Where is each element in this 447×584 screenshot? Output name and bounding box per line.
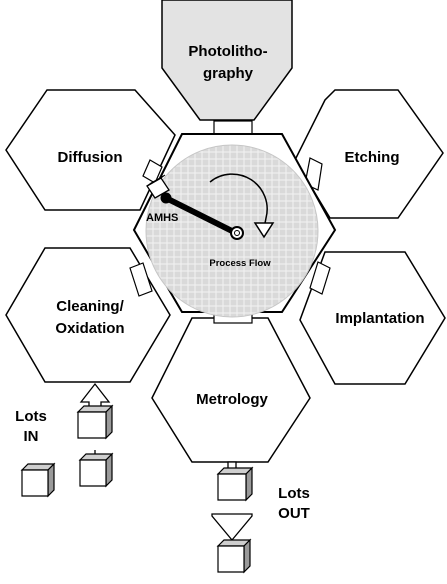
station-label-cleaning-oxidation: Cleaning/Oxidation <box>55 298 124 337</box>
lot-box <box>216 466 254 502</box>
wafer-outline <box>145 144 319 318</box>
label-line: Lots <box>278 485 310 502</box>
station-hexagon-implantation <box>299 251 446 385</box>
label-line: Implantation <box>335 310 424 327</box>
station-hexagon-diffusion <box>5 89 176 211</box>
station-hexagon-cleaning-oxidation <box>5 247 171 383</box>
label-line: Lots <box>15 408 47 425</box>
amhs-joint <box>160 192 172 204</box>
process-flow-label: Process Flow <box>209 258 271 269</box>
process-flow-arrow <box>209 173 268 227</box>
load-port-cleaning-oxidation <box>129 262 153 297</box>
amhs-gripper <box>146 174 170 199</box>
station-label-diffusion: Diffusion <box>58 149 123 166</box>
station-hexagon-metrology <box>151 317 311 463</box>
label-line: Oxidation <box>55 320 124 337</box>
label-line: graphy <box>203 65 254 82</box>
amhs-arm <box>165 196 239 236</box>
amhs-label: AMHS <box>146 212 178 224</box>
lot-box <box>20 462 56 498</box>
amhs-hub-pivot-inner <box>234 230 240 236</box>
label-line: Metrology <box>196 391 268 408</box>
label-line: OUT <box>278 505 310 522</box>
process-flow-arrowhead <box>253 222 275 239</box>
station-label-photolithography: Photolitho-graphy <box>188 43 267 82</box>
lot-box <box>216 538 252 574</box>
station-label-metrology: Metrology <box>196 391 268 408</box>
station-hexagon-photolithography <box>161 0 293 121</box>
station-hexagon-etching <box>294 89 444 219</box>
lot-box <box>78 452 114 488</box>
label-line: Cleaning/ <box>56 298 124 315</box>
label-line: Diffusion <box>58 149 123 166</box>
label-line: Etching <box>345 149 400 166</box>
label-line: Photolitho- <box>188 43 267 60</box>
lot-box <box>76 404 114 440</box>
station-label-etching: Etching <box>345 149 400 166</box>
label-line: IN <box>24 428 39 445</box>
load-port-implantation <box>309 261 331 295</box>
station-label-implantation: Implantation <box>335 310 424 327</box>
lots-out-arrow <box>211 513 253 542</box>
